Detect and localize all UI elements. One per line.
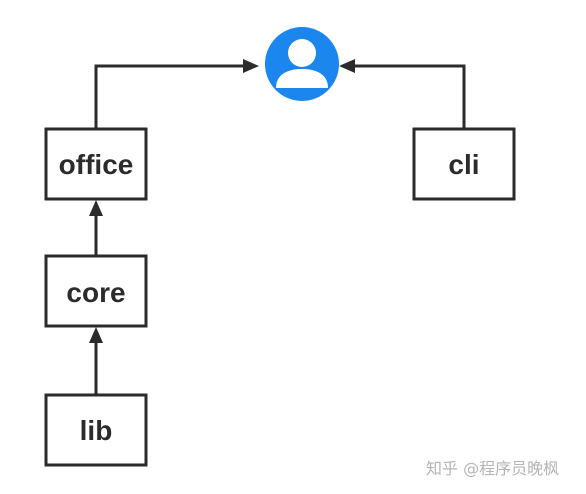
arrowhead-office-to-user: [243, 59, 259, 73]
node-office: office: [44, 127, 148, 201]
node-core-label: core: [66, 277, 125, 308]
arrowhead-cli-to-user: [339, 59, 355, 73]
user-avatar-shoulders: [276, 69, 328, 88]
connector-office-to-user: [94, 64, 245, 128]
user-avatar-icon: [265, 27, 339, 101]
node-core: core: [44, 254, 148, 328]
connector-cli-to-user: [353, 64, 466, 128]
node-core-box: [44, 254, 148, 328]
connectors: [89, 59, 466, 394]
node-cli-box: [412, 127, 516, 201]
node-lib: lib: [44, 393, 148, 467]
arrowhead-core-to-office: [89, 200, 103, 216]
node-lib-box: [44, 393, 148, 467]
node-cli: cli: [412, 127, 516, 201]
watermark: 知乎 @程序员晚枫: [426, 459, 559, 478]
node-office-box: [44, 127, 148, 201]
node-office-label: office: [59, 149, 134, 180]
node-cli-label: cli: [448, 149, 479, 180]
user-avatar-head: [288, 39, 316, 67]
node-lib-label: lib: [80, 415, 113, 446]
arrowhead-lib-to-core: [89, 327, 103, 343]
